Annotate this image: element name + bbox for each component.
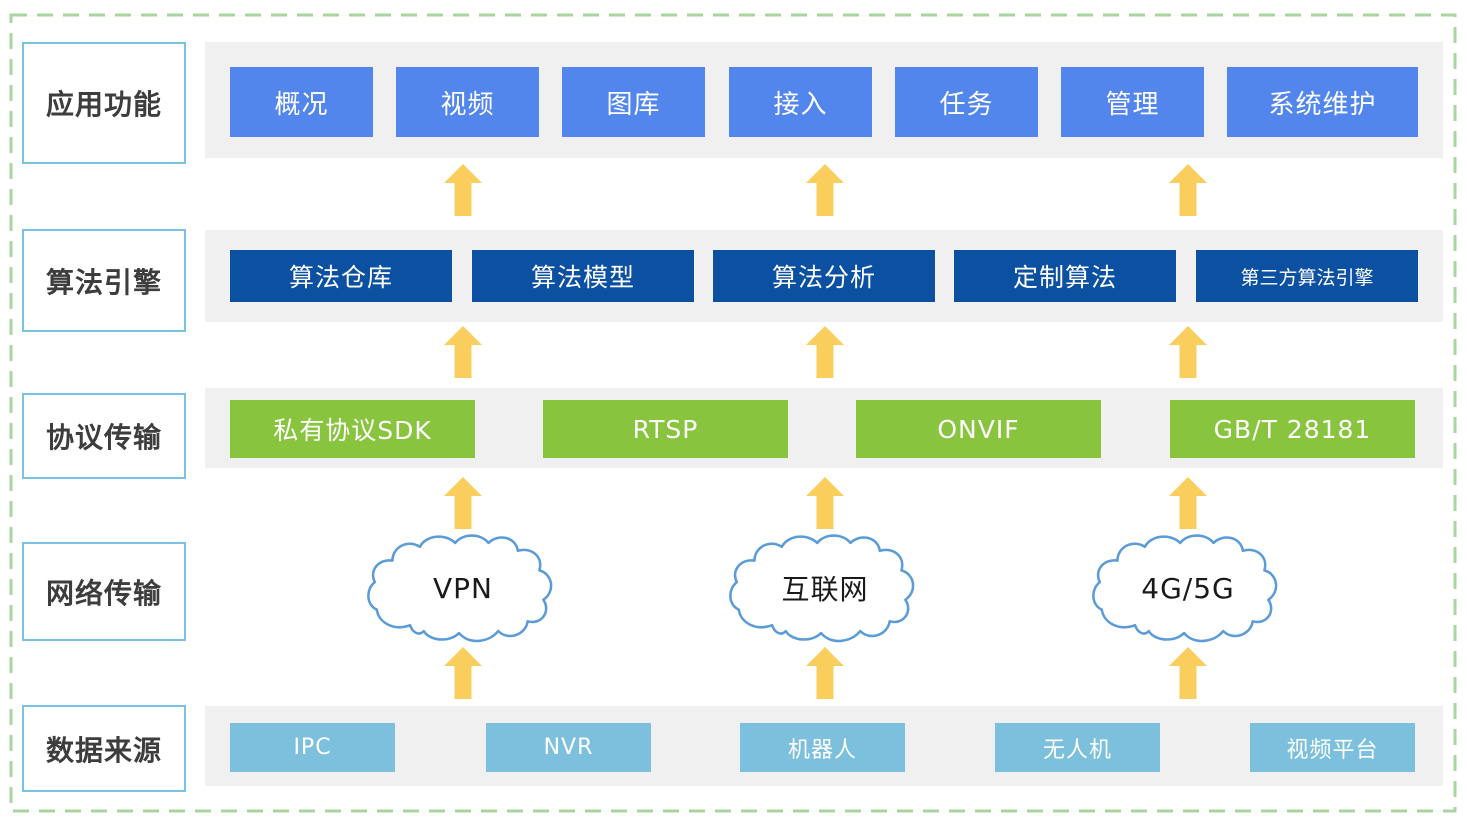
up-arrow-icon xyxy=(1169,477,1207,529)
layer-label-data-sources: 数据来源 xyxy=(22,705,186,792)
node-video-platform: 视频平台 xyxy=(1250,723,1415,772)
cloud-4g5g: 4G/5G xyxy=(1090,528,1286,648)
cloud-internet: 互联网 xyxy=(727,528,923,648)
layer-label-text: 算法引擎 xyxy=(45,265,162,299)
layer-label-network-transmission: 网络传输 xyxy=(22,542,186,641)
node-management: 管理 xyxy=(1061,67,1204,137)
up-arrow-icon xyxy=(806,477,844,529)
node-custom-algo: 定制算法 xyxy=(954,250,1176,302)
up-arrow-icon xyxy=(806,326,844,378)
up-arrow-icon xyxy=(1169,326,1207,378)
node-system-maintenance: 系统维护 xyxy=(1227,67,1418,137)
cloud-vpn: VPN xyxy=(365,528,561,648)
layer-label-text: 协议传输 xyxy=(45,421,162,454)
layer-label-protocol-transmission: 协议传输 xyxy=(22,393,186,479)
node-algo-analysis: 算法分析 xyxy=(713,250,935,302)
node-task: 任务 xyxy=(895,67,1038,137)
cloud-label: 4G/5G xyxy=(1141,571,1235,605)
cloud-icon xyxy=(1092,534,1278,643)
node-overview: 概况 xyxy=(230,67,373,137)
node-robot: 机器人 xyxy=(740,723,905,772)
node-video: 视频 xyxy=(396,67,539,137)
layer-label-text: 应用功能 xyxy=(45,88,162,121)
node-rtsp: RTSP xyxy=(543,400,788,458)
node-drone: 无人机 xyxy=(995,723,1160,772)
cloud-icon xyxy=(729,534,915,643)
up-arrow-icon xyxy=(806,647,844,699)
node-gallery: 图库 xyxy=(562,67,705,137)
node-private-sdk: 私有协议SDK xyxy=(230,400,475,458)
node-onvif: ONVIF xyxy=(856,400,1101,458)
node-nvr: NVR xyxy=(486,723,651,772)
node-algo-warehouse: 算法仓库 xyxy=(230,250,452,302)
cloud-label: VPN xyxy=(433,571,493,605)
layer-label-algorithm-engine: 算法引擎 xyxy=(22,229,186,332)
cloud-icon xyxy=(367,534,553,643)
up-arrow-icon xyxy=(806,164,844,216)
node-algo-model: 算法模型 xyxy=(472,250,694,302)
up-arrow-icon xyxy=(444,164,482,216)
node-third-party-engine: 第三方算法引擎 xyxy=(1196,250,1418,302)
up-arrow-icon xyxy=(444,477,482,529)
node-access: 接入 xyxy=(729,67,872,137)
up-arrow-icon xyxy=(444,326,482,378)
layer-label-text: 网络传输 xyxy=(45,576,162,610)
up-arrow-icon xyxy=(1169,164,1207,216)
node-gbt28181: GB/T 28181 xyxy=(1170,400,1415,458)
cloud-label: 互联网 xyxy=(781,573,869,606)
layer-label-app-functions: 应用功能 xyxy=(22,42,186,164)
up-arrow-icon xyxy=(444,647,482,699)
node-ipc: IPC xyxy=(230,723,395,772)
layer-label-text: 数据来源 xyxy=(45,733,162,767)
up-arrow-icon xyxy=(1169,647,1207,699)
